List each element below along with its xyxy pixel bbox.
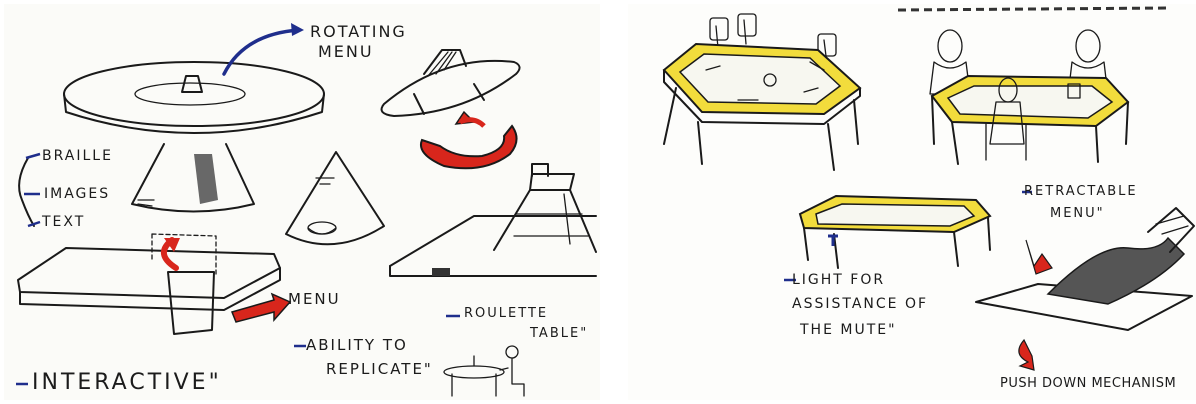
retractable-label-line2: MENU"	[1050, 206, 1105, 221]
rotating-menu-label-line2: MENU	[318, 42, 374, 61]
menu-label: MENU	[288, 290, 341, 308]
push-down-sketch	[975, 207, 1195, 371]
images-label: IMAGES	[44, 186, 111, 202]
retractable-label-line1: RETRACTABLE	[1024, 184, 1138, 199]
rotating-table-sketch	[63, 61, 325, 213]
meeting-table-sketch	[929, 29, 1130, 165]
person-at-table-sketch	[443, 345, 525, 397]
hexagonal-table-sketch	[662, 13, 862, 171]
ability-label-line1: ABILITY TO	[306, 336, 408, 354]
roulette-label-line1: ROULETTE	[464, 306, 549, 321]
left-sketch-panel: ROTATING MENU BRAILLE IMAGES TEXT MENU A…	[4, 4, 600, 400]
light-label-line2: ASSISTANCE OF	[792, 296, 929, 312]
light-table-sketch	[798, 194, 992, 269]
rotating-menu-sketch	[380, 49, 521, 117]
right-sketch-panel: RETRACTABLE MENU" LIGHT FOR ASSISTANCE O…	[628, 4, 1196, 400]
pie-slice-sketch	[285, 151, 385, 246]
interactive-label: INTERACTIVE"	[32, 370, 222, 395]
interactive-slab-sketch	[17, 233, 292, 335]
light-label-line3: THE MUTE"	[800, 322, 897, 338]
push-down-label: PUSH DOWN MECHANISM	[1000, 376, 1177, 391]
text-label: TEXT	[42, 214, 86, 230]
left-sketch-drawing	[16, 23, 597, 397]
roulette-label-line2: TABLE"	[530, 326, 589, 341]
light-label-line1: LIGHT FOR	[792, 272, 886, 288]
roulette-platform-sketch	[389, 163, 597, 277]
ability-label-line2: REPLICATE"	[326, 360, 433, 378]
right-sketch-drawing	[662, 6, 1195, 371]
rotating-menu-label-line1: ROTATING	[310, 22, 407, 41]
braille-label: BRAILLE	[42, 148, 113, 164]
